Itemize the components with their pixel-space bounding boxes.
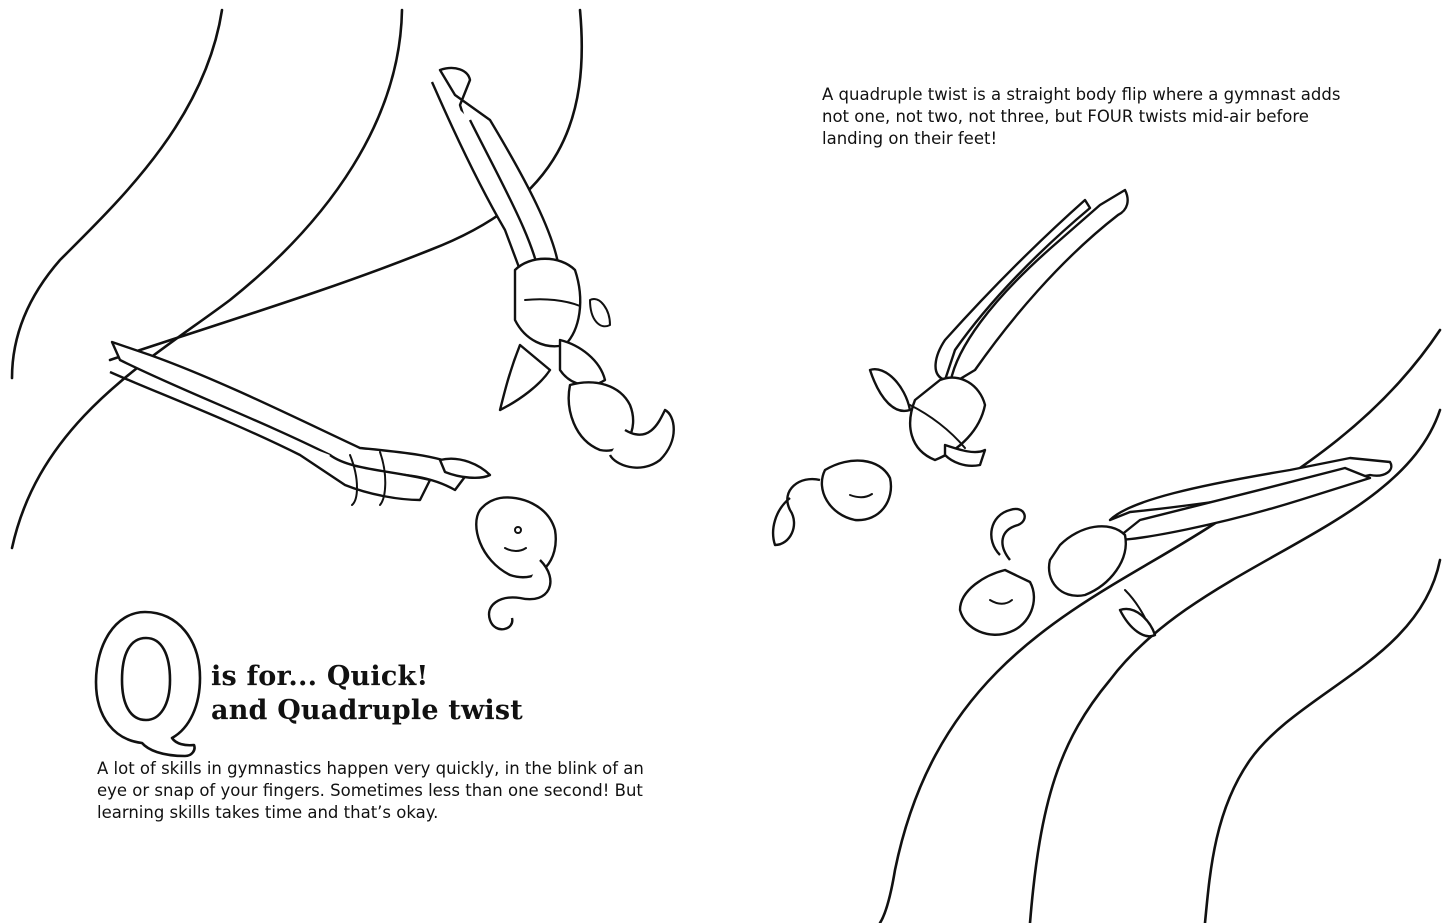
intro-paragraph: A lot of skills in gymnastics happen ver… [97, 759, 644, 822]
gymnast-figure-1 [109, 340, 557, 631]
motion-swoosh-lines [10, 8, 1442, 923]
page-heading: is for... Quick! and Quadruple twist [211, 660, 523, 728]
gymnast-figure-3 [771, 188, 1129, 547]
heading-line-2: and Quadruple twist [211, 695, 523, 726]
fact-paragraph: A quadruple twist is a straight body fli… [822, 85, 1341, 148]
decorative-letter-q: Q [90, 600, 202, 758]
gymnast-figure-2 [430, 66, 675, 469]
svg-text:Q: Q [90, 600, 91, 601]
heading-line-1: is for... Quick! [211, 661, 429, 692]
gymnast-figure-4 [958, 456, 1393, 638]
